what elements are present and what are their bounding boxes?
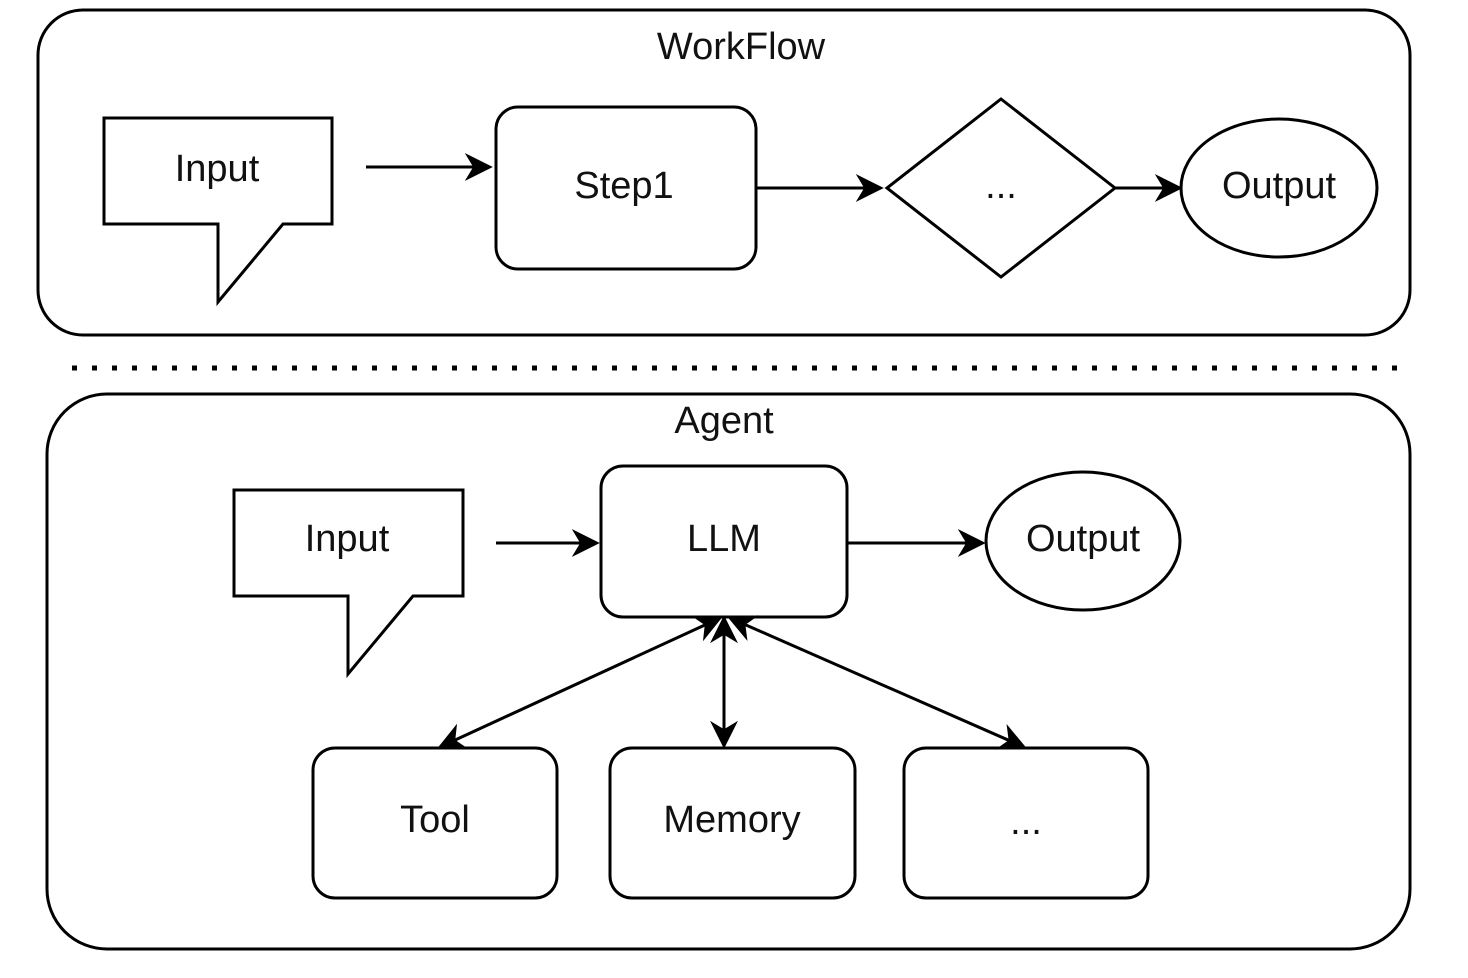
agent-input-callout-shape xyxy=(232,488,465,679)
workflow-step1-box xyxy=(494,105,758,271)
workflow-decision-node: ... xyxy=(884,97,1118,279)
agent-panel: Agent Input LLM Output Tool Memory xyxy=(45,392,1412,951)
workflow-panel-border xyxy=(36,8,1412,337)
workflow-input-node: Input xyxy=(102,116,334,307)
agent-output-node: Output xyxy=(984,470,1182,612)
workflow-decision-label: ... xyxy=(985,165,1017,207)
agent-title: Agent xyxy=(674,400,774,442)
agent-llm-node: LLM xyxy=(599,464,849,619)
workflow-step1-node: Step1 xyxy=(494,105,758,271)
workflow-input-callout-shape xyxy=(102,116,334,307)
agent-output-label: Output xyxy=(1026,518,1141,560)
agent-llm-label: LLM xyxy=(687,518,761,560)
agent-input-node: Input xyxy=(232,488,465,679)
workflow-output-label: Output xyxy=(1222,165,1337,207)
workflow-title: WorkFlow xyxy=(657,26,826,68)
agent-output-ellipse xyxy=(984,470,1182,612)
agent-panel-border xyxy=(45,392,1412,951)
agent-more-label: ... xyxy=(1010,801,1042,843)
agent-edge-llm-more xyxy=(727,615,1027,750)
agent-memory-node: Memory xyxy=(608,746,857,900)
agent-tool-node: Tool xyxy=(311,746,559,900)
agent-tool-box xyxy=(311,746,559,900)
agent-memory-label: Memory xyxy=(663,799,800,841)
agent-input-label: Input xyxy=(305,518,390,560)
workflow-step1-label: Step1 xyxy=(574,165,673,207)
workflow-output-node: Output xyxy=(1179,117,1379,259)
workflow-input-label: Input xyxy=(175,148,260,190)
agent-tool-label: Tool xyxy=(400,799,470,841)
workflow-panel: WorkFlow Input Step1 ... Output xyxy=(36,8,1412,337)
workflow-decision-diamond xyxy=(884,97,1118,279)
agent-more-node: ... xyxy=(902,746,1150,900)
agent-edge-llm-tool xyxy=(437,615,723,750)
